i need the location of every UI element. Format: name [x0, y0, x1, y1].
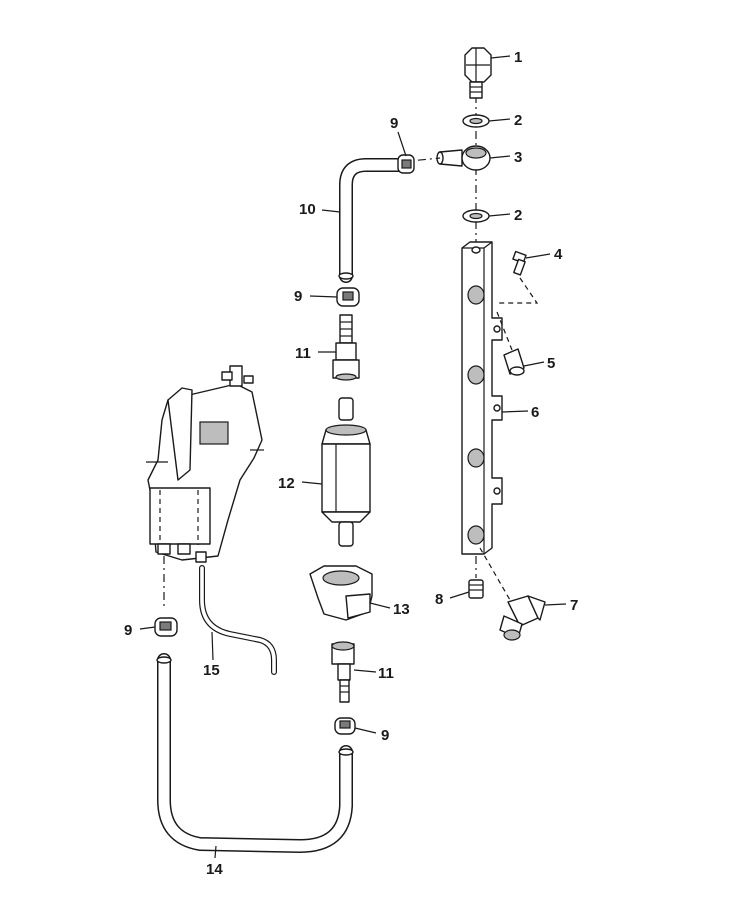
- part-11-connector-lower: [331, 641, 355, 703]
- callout-11-upper: 11: [295, 345, 311, 362]
- part-11-connector-upper: [332, 314, 360, 381]
- part-6-fuel-rail: [461, 241, 503, 555]
- callout-13: 13: [393, 601, 410, 618]
- part-14-hose: [156, 653, 354, 853]
- part-3-banjo-fitting: [436, 145, 491, 171]
- part-5-plug: [496, 311, 525, 376]
- callout-9-top: 9: [390, 115, 398, 132]
- callout-9-low: 9: [381, 727, 389, 744]
- part-2-washer-lower: [462, 209, 490, 223]
- callout-15: 15: [203, 662, 220, 679]
- part-13-bracket: [309, 565, 373, 621]
- callout-8: 8: [435, 591, 443, 608]
- part-9-clamp-left: [154, 617, 178, 637]
- part-9-clamp-mid: [336, 287, 360, 307]
- fuel-pump-module: [146, 365, 264, 563]
- part-8-seal: [468, 556, 484, 599]
- part-15-tube: [199, 565, 277, 675]
- callout-5: 5: [547, 355, 555, 372]
- callout-12: 12: [278, 475, 295, 492]
- callout-10: 10: [299, 201, 316, 218]
- callout-labels: 1 2 3 2 4 5 6 7 8 9 10 9 11 12 13 11 9 9…: [124, 49, 578, 878]
- callout-3: 3: [514, 149, 522, 166]
- callout-1: 1: [514, 49, 522, 66]
- part-2-washer-upper: [462, 114, 490, 128]
- leader-lines: [139, 55, 567, 859]
- part-1-banjo-bolt: [464, 47, 492, 99]
- callout-14: 14: [206, 861, 223, 878]
- callout-9-left: 9: [124, 622, 132, 639]
- part-7-elbow-fitting: [479, 547, 546, 641]
- callout-7: 7: [570, 597, 578, 614]
- callout-9-mid: 9: [294, 288, 302, 305]
- part-9-clamp-top: [397, 154, 415, 174]
- callout-2-upper: 2: [514, 112, 522, 129]
- callout-11-lower: 11: [378, 665, 394, 682]
- callout-4: 4: [554, 246, 563, 263]
- part-10-hose: [338, 158, 405, 283]
- callout-6: 6: [531, 404, 539, 421]
- part-12-fuel-filter: [321, 397, 371, 547]
- part-4-screw: [497, 250, 539, 304]
- part-9-clamp-low: [334, 717, 356, 735]
- callout-2-lower: 2: [514, 207, 522, 224]
